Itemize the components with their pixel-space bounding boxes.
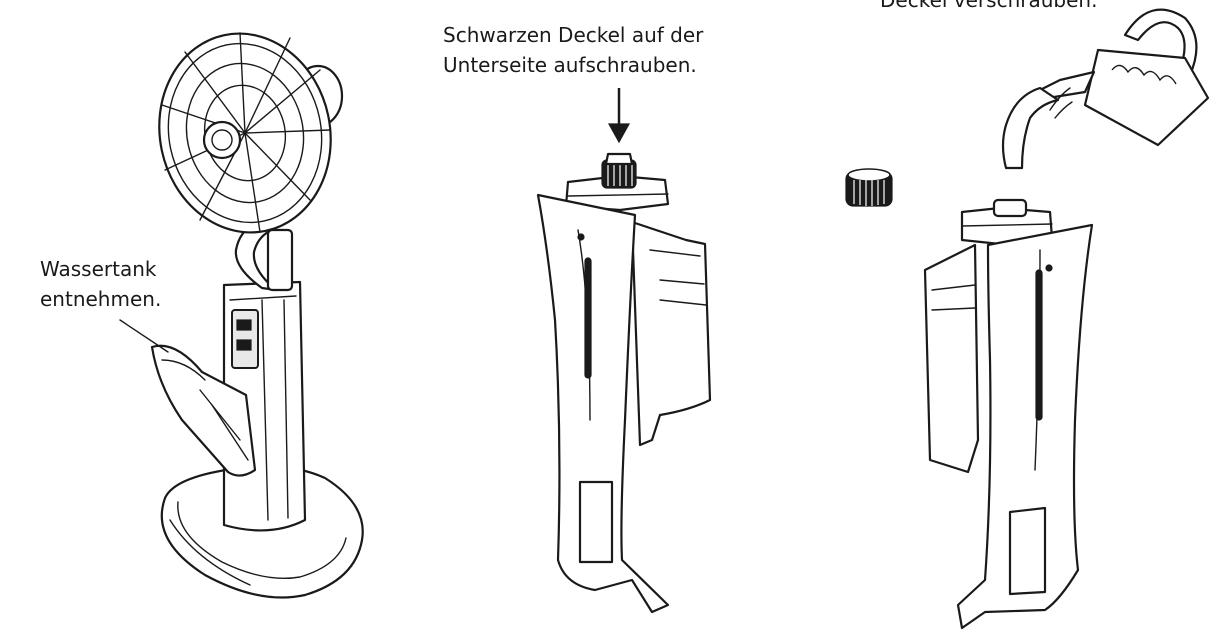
arrow-down-icon bbox=[607, 88, 631, 144]
screw-cap-line-1: Deckel verschrauben. bbox=[880, 0, 1098, 12]
cap-icon bbox=[845, 168, 893, 207]
screw-cap-label: Deckel verschrauben. bbox=[880, 0, 1097, 15]
unscrew-cap-label: Schwarzen Deckel auf der Unterseite aufs… bbox=[443, 20, 703, 80]
water-tank-icon bbox=[536, 88, 712, 614]
unscrew-cap-line-1: Schwarzen Deckel auf der bbox=[443, 23, 704, 47]
unscrew-cap-line-2: Unterseite aufschrauben. bbox=[443, 53, 697, 77]
remove-tank-label: Wassertank entnehmen. bbox=[40, 254, 161, 314]
remove-tank-line-1: Wassertank bbox=[40, 257, 157, 281]
remove-tank-line-2: entnehmen. bbox=[40, 287, 162, 311]
fan-icon bbox=[119, 32, 364, 599]
watering-can-icon bbox=[1001, 8, 1210, 170]
water-tank-refill-icon bbox=[923, 198, 1094, 630]
